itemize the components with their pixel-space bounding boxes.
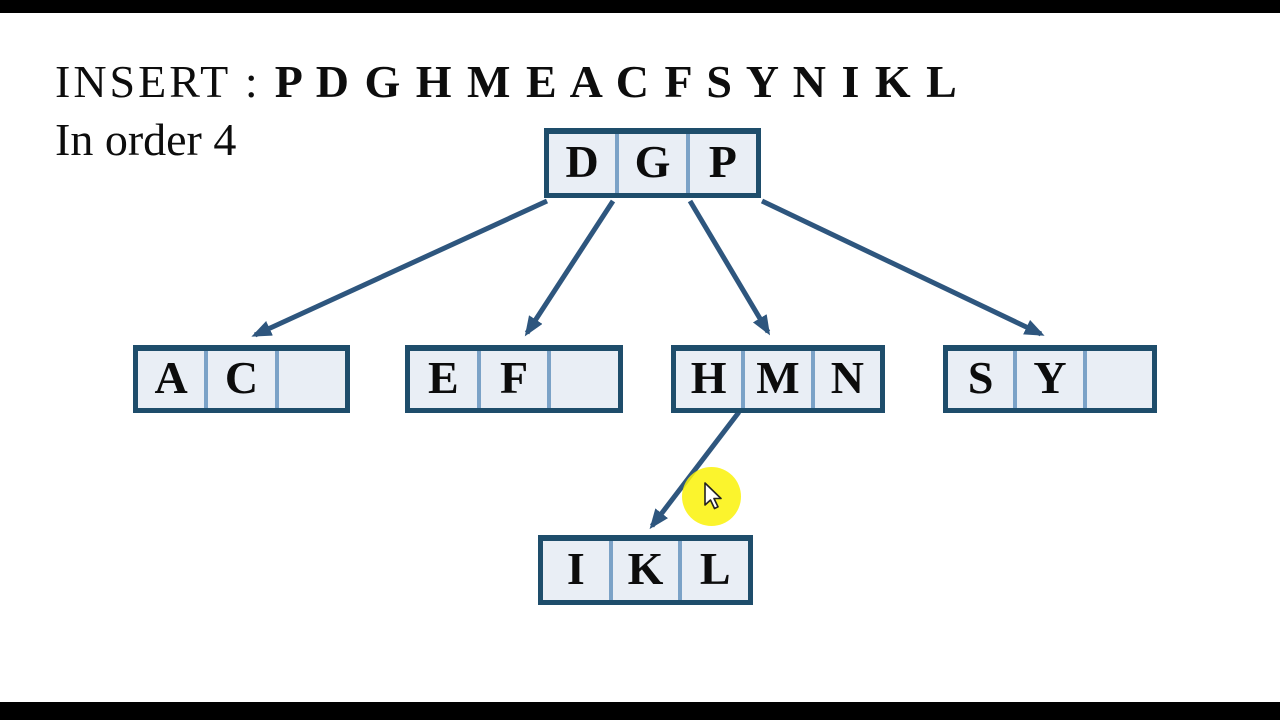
btree-cell: M	[741, 351, 810, 408]
btree-node-ikl: I K L	[538, 535, 753, 605]
btree-node-ac: A C	[133, 345, 350, 413]
btree-cell	[1082, 351, 1152, 408]
insert-label: INSERT :	[55, 56, 261, 107]
btree-node-root: D G P	[544, 128, 761, 198]
btree-cell: D	[565, 135, 599, 187]
btree-cell: L	[678, 541, 748, 600]
btree-cell: F	[476, 351, 548, 408]
edge-root-to-hmn	[687, 199, 771, 336]
btree-cell: H	[690, 351, 727, 403]
btree-cell: E	[427, 351, 459, 403]
letterbox-top-bar	[0, 0, 1280, 13]
btree-cell: I	[566, 542, 585, 594]
edge-root-to-sy	[760, 198, 1045, 337]
insert-keys: P D G H M E A C F S Y N I K L	[274, 56, 959, 107]
mouse-cursor-icon	[704, 482, 722, 510]
btree-cell: A	[154, 351, 188, 403]
btree-cell: K	[608, 541, 679, 600]
btree-cell: G	[615, 134, 685, 193]
letterbox-bottom-bar	[0, 702, 1280, 720]
btree-cell: N	[810, 351, 880, 408]
edge-root-to-ef	[524, 199, 616, 337]
btree-cell: S	[967, 351, 994, 403]
btree-cell: C	[204, 351, 274, 408]
btree-node-ef: E F	[405, 345, 623, 413]
btree-cell	[547, 351, 618, 408]
title-line-order: In order 4	[55, 114, 237, 165]
btree-node-hmn: H M N	[671, 345, 885, 413]
title-line-insert: INSERT : P D G H M E A C F S Y N I K L	[55, 56, 959, 109]
btree-node-sy: S Y	[943, 345, 1157, 413]
edge-root-to-ac	[251, 198, 549, 338]
btree-cell: P	[685, 134, 756, 193]
btree-cell: Y	[1013, 351, 1082, 408]
btree-cell	[274, 351, 345, 408]
edge-hmn-to-ikl	[649, 410, 741, 530]
